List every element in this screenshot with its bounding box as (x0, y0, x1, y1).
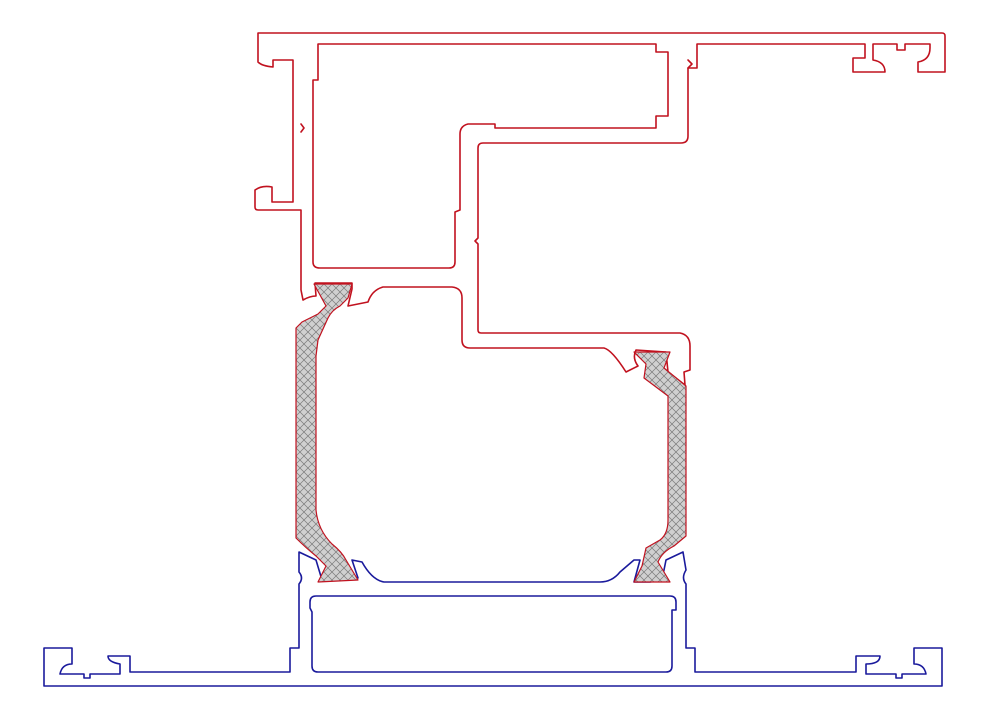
thermal-break-strips (295, 283, 687, 583)
thermal-break-strip-left (295, 283, 359, 583)
lower-frame-profile (43, 551, 943, 687)
thermal-break-strip-right (633, 351, 687, 583)
upper-profile-notch-detail (687, 59, 693, 69)
upper-frame-profile (254, 32, 946, 386)
upper-profile-hook-detail (300, 123, 305, 133)
lower-profile-inner-chamber (309, 595, 677, 673)
upper-profile-outer-contour (254, 32, 946, 386)
upper-profile-inner-chamber (312, 43, 669, 269)
lower-profile-outer-contour (43, 551, 943, 687)
